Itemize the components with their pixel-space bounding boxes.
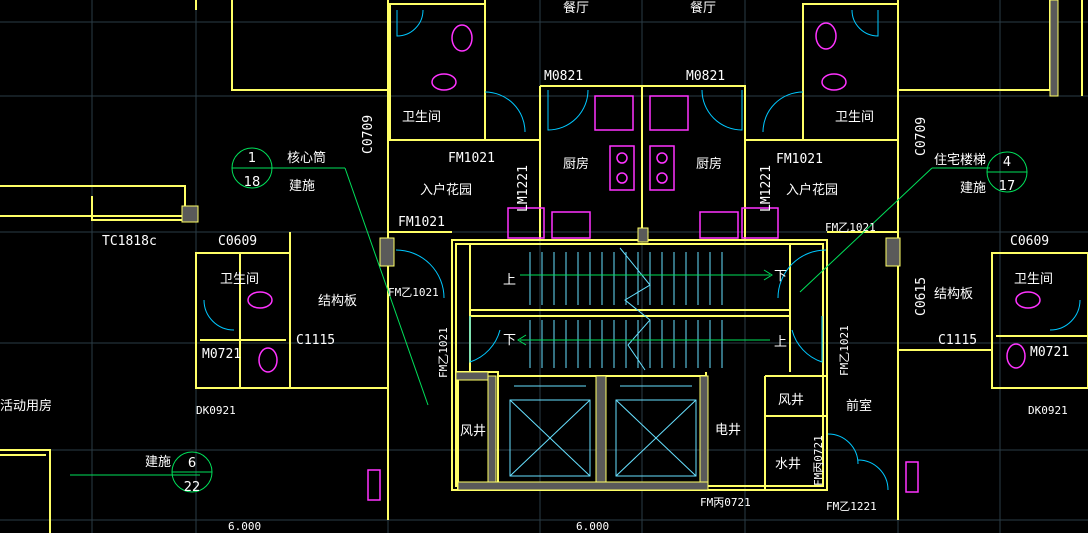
callout-core-num: 1 bbox=[248, 151, 256, 166]
callout-core[interactable]: 1 18 核心筒 建施 bbox=[231, 147, 326, 194]
stair-marks: 上 下 下 上 bbox=[503, 269, 787, 350]
room-bath-top-left: 卫生间 bbox=[402, 110, 441, 125]
callout-bottom[interactable]: 6 22 建施 bbox=[145, 451, 213, 495]
code-fm-z1021-b: FM乙1021 bbox=[388, 286, 439, 299]
stair-up-top: 上 bbox=[503, 273, 516, 288]
code-c0609-right: C0609 bbox=[1010, 234, 1049, 249]
code-m0721-right: M0721 bbox=[1030, 345, 1069, 360]
code-fm-z1221: FM乙1221 bbox=[826, 500, 877, 513]
code-lm1221-right: LM1221 bbox=[759, 165, 774, 212]
elevators bbox=[509, 385, 697, 477]
room-water-shaft: 水井 bbox=[775, 457, 801, 472]
callout-stair[interactable]: 4 17 住宅楼梯 建施 bbox=[934, 151, 1028, 196]
wall-columns bbox=[181, 0, 1059, 491]
code-dk0921-right: DK0921 bbox=[1028, 404, 1068, 417]
code-fm1021-left: FM1021 bbox=[448, 151, 495, 166]
room-wind-shaft-left: 风井 bbox=[460, 424, 486, 439]
code-m0721-left: M0721 bbox=[202, 347, 241, 362]
room-garden-left: 入户花园 bbox=[420, 182, 472, 198]
callout-core-sub: 建施 bbox=[289, 179, 315, 194]
code-fm-bing0721-b: FM丙0721 bbox=[700, 496, 751, 509]
code-m0821-left: M0821 bbox=[544, 69, 583, 84]
dimension-labels: 6.000 6.000 bbox=[228, 520, 609, 533]
code-fm-z1021-d: FM乙1021 bbox=[838, 325, 851, 376]
callout-bottom-sub: 建施 bbox=[145, 455, 171, 470]
code-m0821-right: M0821 bbox=[686, 69, 725, 84]
room-elec-shaft: 电井 bbox=[715, 423, 741, 438]
callout-stair-title: 住宅楼梯 bbox=[934, 153, 986, 168]
room-wind-shaft-right: 风井 bbox=[778, 393, 804, 408]
doors bbox=[203, 9, 1081, 491]
room-kitchen-right: 厨房 bbox=[696, 156, 722, 172]
code-c0615: C0615 bbox=[914, 277, 929, 316]
code-c0709-left: C0709 bbox=[361, 115, 376, 154]
room-labels: 餐厅 餐厅 卫生间 卫生间 厨房 厨房 入户花园 入户花园 卫生间 卫生间 结构… bbox=[0, 0, 1053, 472]
fixtures bbox=[247, 22, 1041, 501]
callout-core-sheet: 18 bbox=[244, 175, 261, 190]
room-dining-right: 餐厅 bbox=[690, 0, 716, 16]
code-fm1021-right: FM1021 bbox=[776, 152, 823, 167]
callout-core-title: 核心筒 bbox=[287, 150, 326, 166]
callout-bottom-num: 6 bbox=[188, 456, 196, 471]
callout-stair-sub: 建施 bbox=[960, 181, 986, 196]
stair-up-bottom: 上 bbox=[774, 335, 787, 350]
room-slab-left: 结构板 bbox=[318, 294, 357, 309]
leader-lines bbox=[70, 167, 990, 476]
stair-down-top: 下 bbox=[774, 269, 787, 284]
callout-stair-num: 4 bbox=[1003, 155, 1011, 170]
code-c1115-left: C1115 bbox=[296, 333, 335, 348]
code-fm-bing0721-a: FM丙0721 bbox=[812, 435, 825, 486]
dim-left: 6.000 bbox=[228, 520, 261, 533]
room-activity: 活动用房 bbox=[0, 398, 52, 414]
room-bath-mid-left: 卫生间 bbox=[220, 272, 259, 287]
room-dining-left: 餐厅 bbox=[563, 0, 589, 16]
code-c0709-right: C0709 bbox=[914, 117, 929, 156]
room-bath-mid-right: 卫生间 bbox=[1014, 272, 1053, 287]
stair-treads bbox=[529, 247, 723, 371]
room-slab-right: 结构板 bbox=[934, 287, 973, 302]
dim-right: 6.000 bbox=[576, 520, 609, 533]
stair-arrows bbox=[517, 269, 773, 346]
code-fm1021-mid: FM1021 bbox=[398, 215, 445, 230]
callout-bottom-sheet: 22 bbox=[184, 480, 201, 495]
code-lm1221-left: LM1221 bbox=[516, 165, 531, 212]
room-anteroom: 前室 bbox=[846, 398, 872, 414]
code-c0609-left: C0609 bbox=[218, 234, 257, 249]
room-kitchen-left: 厨房 bbox=[563, 156, 589, 172]
code-dk0921-left: DK0921 bbox=[196, 404, 236, 417]
callout-stair-sheet: 17 bbox=[999, 179, 1016, 194]
stair-down-bottom: 下 bbox=[503, 333, 516, 348]
opening-codes: M0821 M0821 C0709 C0709 FM1021 FM1021 FM… bbox=[102, 69, 1069, 513]
room-bath-top-right: 卫生间 bbox=[835, 110, 874, 125]
code-fm-z1021-a: FM乙1021 bbox=[825, 221, 876, 234]
code-tc1818: TC1818c bbox=[102, 234, 157, 249]
room-garden-right: 入户花园 bbox=[786, 182, 838, 198]
code-c1115-right: C1115 bbox=[938, 333, 977, 348]
code-fm-z1021-c: FM乙1021 bbox=[437, 327, 450, 378]
